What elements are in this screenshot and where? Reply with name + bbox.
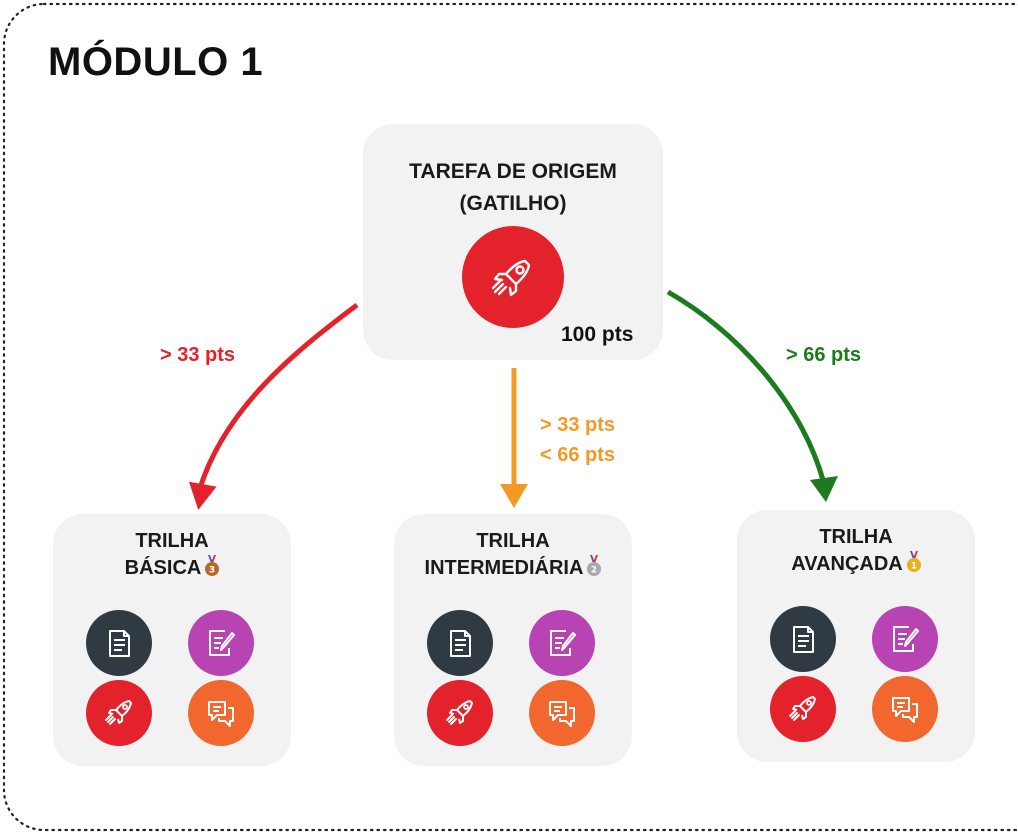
rocket-icon — [427, 680, 493, 746]
track-advanced-title-line2: AVANÇADA — [791, 553, 903, 575]
track-advanced-activities — [737, 606, 975, 746]
document-icon — [770, 606, 836, 672]
track-advanced-title-line1: TRILHA — [819, 526, 893, 548]
module-title: MÓDULO 1 — [48, 40, 264, 84]
track-basic-activities — [53, 610, 291, 750]
rocket-icon — [86, 680, 152, 746]
track-intermediate-activities — [394, 610, 632, 750]
track-intermediate-title: TRILHA INTERMEDIÁRIA 2 — [394, 528, 632, 582]
origin-task-title: TAREFA DE ORIGEM (GATILHO) — [363, 156, 663, 220]
silver-medal-icon: 2 — [587, 555, 602, 576]
chat-icon — [188, 680, 254, 746]
edit-document-icon — [872, 606, 938, 672]
document-icon — [86, 610, 152, 676]
advanced-threshold-label: > 66 pts — [786, 344, 862, 366]
silver-medal-number: 2 — [591, 566, 597, 576]
track-basic-title-line2: BÁSICA — [124, 557, 202, 579]
edit-document-icon — [188, 610, 254, 676]
origin-title-line1: TAREFA DE ORIGEM — [409, 160, 617, 183]
origin-task-card: TAREFA DE ORIGEM (GATILHO) 100 pts — [363, 124, 663, 360]
intermediate-threshold-min: > 33 pts — [540, 414, 616, 436]
track-intermediate-title-line2: INTERMEDIÁRIA — [424, 557, 584, 579]
basic-threshold-label: > 33 pts — [160, 344, 236, 366]
track-advanced-title: TRILHA AVANÇADA 1 — [737, 524, 975, 578]
gold-medal-icon: 1 — [906, 551, 921, 572]
arrow-to-advanced — [666, 289, 838, 502]
gold-medal-number: 1 — [911, 562, 917, 572]
origin-points: 100 pts — [561, 323, 634, 346]
track-advanced-card: TRILHA AVANÇADA 1 — [737, 510, 975, 762]
origin-title-line2: (GATILHO) — [459, 192, 567, 215]
track-basic-title: TRILHA BÁSICA 3 — [53, 528, 291, 582]
document-icon — [427, 610, 493, 676]
track-intermediate-title-line1: TRILHA — [476, 530, 550, 552]
intermediate-threshold-label: > 33 pts < 66 pts — [540, 410, 615, 470]
rocket-icon — [770, 676, 836, 742]
rocket-icon — [462, 226, 564, 328]
chat-icon — [529, 680, 595, 746]
intermediate-threshold-max: < 66 pts — [540, 444, 616, 466]
track-basic-title-line1: TRILHA — [135, 530, 209, 552]
track-basic-card: TRILHA BÁSICA 3 — [53, 514, 291, 766]
track-intermediate-card: TRILHA INTERMEDIÁRIA 2 — [394, 514, 632, 766]
arrow-to-basic — [188, 302, 359, 510]
arrow-to-intermediate — [500, 368, 528, 508]
edit-document-icon — [529, 610, 595, 676]
chat-icon — [872, 676, 938, 742]
bronze-medal-number: 3 — [209, 566, 215, 576]
bronze-medal-icon: 3 — [205, 555, 220, 576]
